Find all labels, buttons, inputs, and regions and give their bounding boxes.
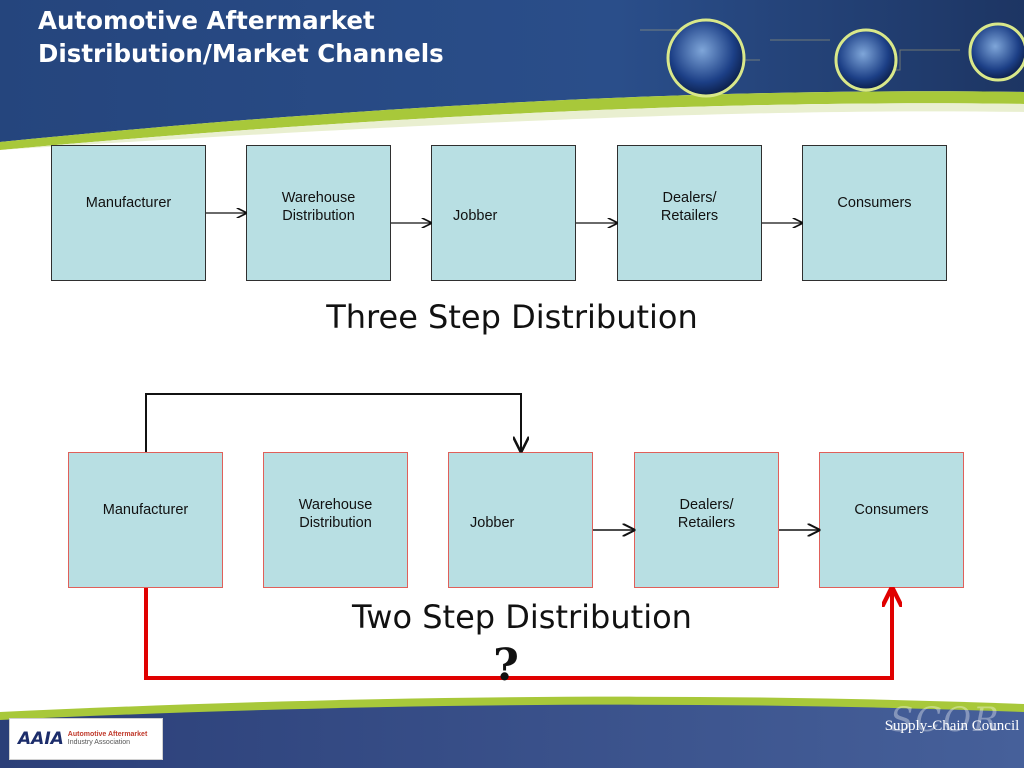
globe-icon bbox=[834, 28, 898, 92]
node-warehouse-distribution: Warehouse Distribution bbox=[263, 452, 408, 588]
aaia-logo-mark: AAIA bbox=[18, 729, 64, 749]
node-manufacturer: Manufacturer bbox=[68, 452, 223, 588]
node-label: Jobber bbox=[470, 514, 515, 531]
node-consumers: Consumers bbox=[802, 145, 947, 281]
node-jobber: Jobber bbox=[431, 145, 576, 281]
slide-title: Automotive Aftermarket Distribution/Mark… bbox=[38, 4, 444, 70]
globe-icon bbox=[968, 22, 1024, 82]
node-warehouse-distribution: Warehouse Distribution bbox=[246, 145, 391, 281]
slide-title-line-1: Automotive Aftermarket bbox=[38, 6, 375, 35]
node-label: Manufacturer bbox=[102, 502, 189, 518]
diagram-caption: Three Step Distribution bbox=[326, 298, 698, 336]
question-mark: ? bbox=[493, 640, 519, 691]
green-swoosh bbox=[0, 91, 1024, 150]
node-label: Dealers/ Retailers bbox=[677, 496, 736, 531]
node-label: Consumers bbox=[837, 195, 912, 211]
footer-banner bbox=[0, 696, 1024, 768]
node-dealers-retailers: Dealers/ Retailers bbox=[617, 145, 762, 281]
node-manufacturer: Manufacturer bbox=[51, 145, 206, 281]
aaia-logo-line-1: Automotive Aftermarket bbox=[67, 731, 148, 738]
supply-chain-council-logo: Supply-Chain Council bbox=[884, 718, 1020, 734]
node-jobber: Jobber bbox=[448, 452, 593, 588]
slide-title-line-2: Distribution/Market Channels bbox=[38, 39, 444, 68]
aaia-logo: AAIA Automotive Aftermarket Industry Ass… bbox=[9, 718, 163, 760]
node-label: Dealers/ Retailers bbox=[660, 189, 719, 224]
aaia-logo-line-2: Industry Association bbox=[67, 739, 131, 746]
diagram-caption: Two Step Distribution bbox=[352, 598, 692, 636]
globe-icon bbox=[666, 18, 746, 98]
node-label: Manufacturer bbox=[85, 195, 172, 211]
node-label: Jobber bbox=[453, 207, 498, 224]
node-label: Warehouse Distribution bbox=[298, 496, 373, 531]
node-dealers-retailers: Dealers/ Retailers bbox=[634, 452, 779, 588]
direct-channel-arrow bbox=[144, 588, 892, 680]
bypass-arrow bbox=[145, 393, 521, 452]
node-label: Consumers bbox=[854, 502, 929, 518]
aaia-logo-text: Automotive Aftermarket Industry Associat… bbox=[68, 731, 147, 747]
node-label: Warehouse Distribution bbox=[281, 189, 356, 224]
scor-watermark: SCOR bbox=[890, 700, 1001, 740]
header-banner bbox=[0, 0, 1024, 150]
